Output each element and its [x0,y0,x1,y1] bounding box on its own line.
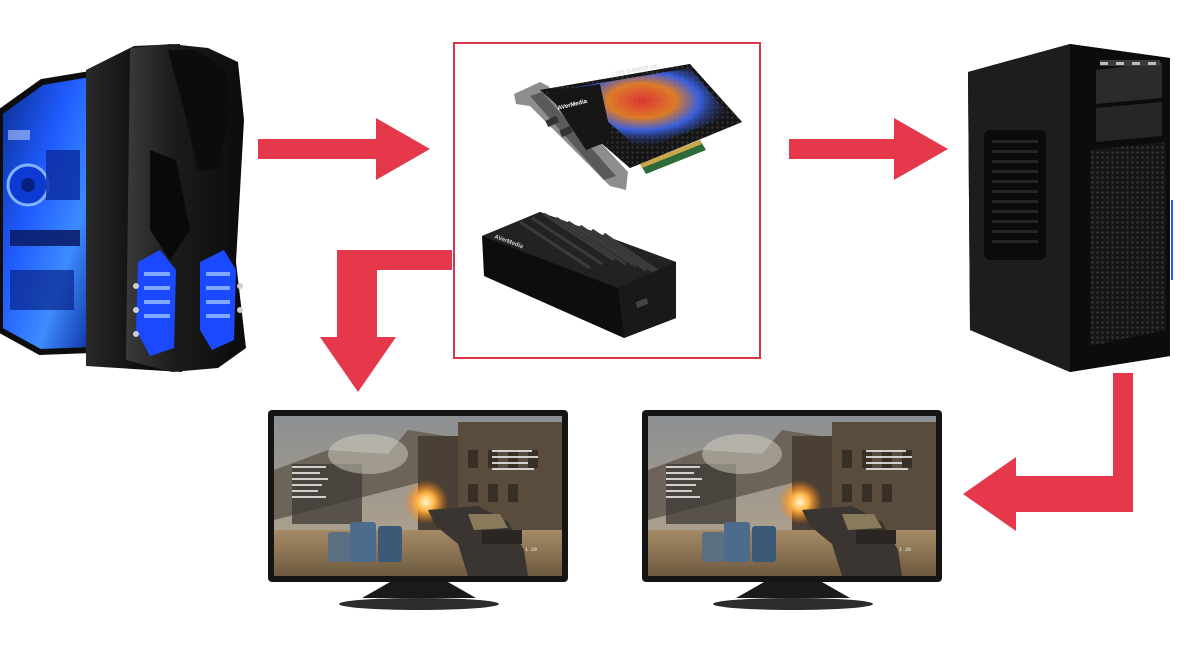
monitor-icon [268,410,568,610]
gaming-pc-icon [0,44,246,372]
hud-ammo-left: 1 20 [525,547,537,553]
arrow-streaming-pc-to-monitor [963,373,1133,531]
capture-device-frame [453,42,761,359]
arrow-capture-to-monitor [320,250,452,392]
streaming-pc-icon [968,44,1173,372]
pcie-capture-card-icon: AVerMedia LIVE GAMER 4K [514,64,742,190]
arrow-capture-to-streaming-pc [789,118,948,180]
monitor-right: 1 20 [642,410,942,610]
monitor-icon [642,410,942,610]
usb-capture-box-icon: AVerMedia [482,212,676,338]
hud-ammo-right: 1 20 [899,547,911,553]
monitor-left: 1 20 [268,410,568,610]
arrow-pc-to-capture [258,118,430,180]
